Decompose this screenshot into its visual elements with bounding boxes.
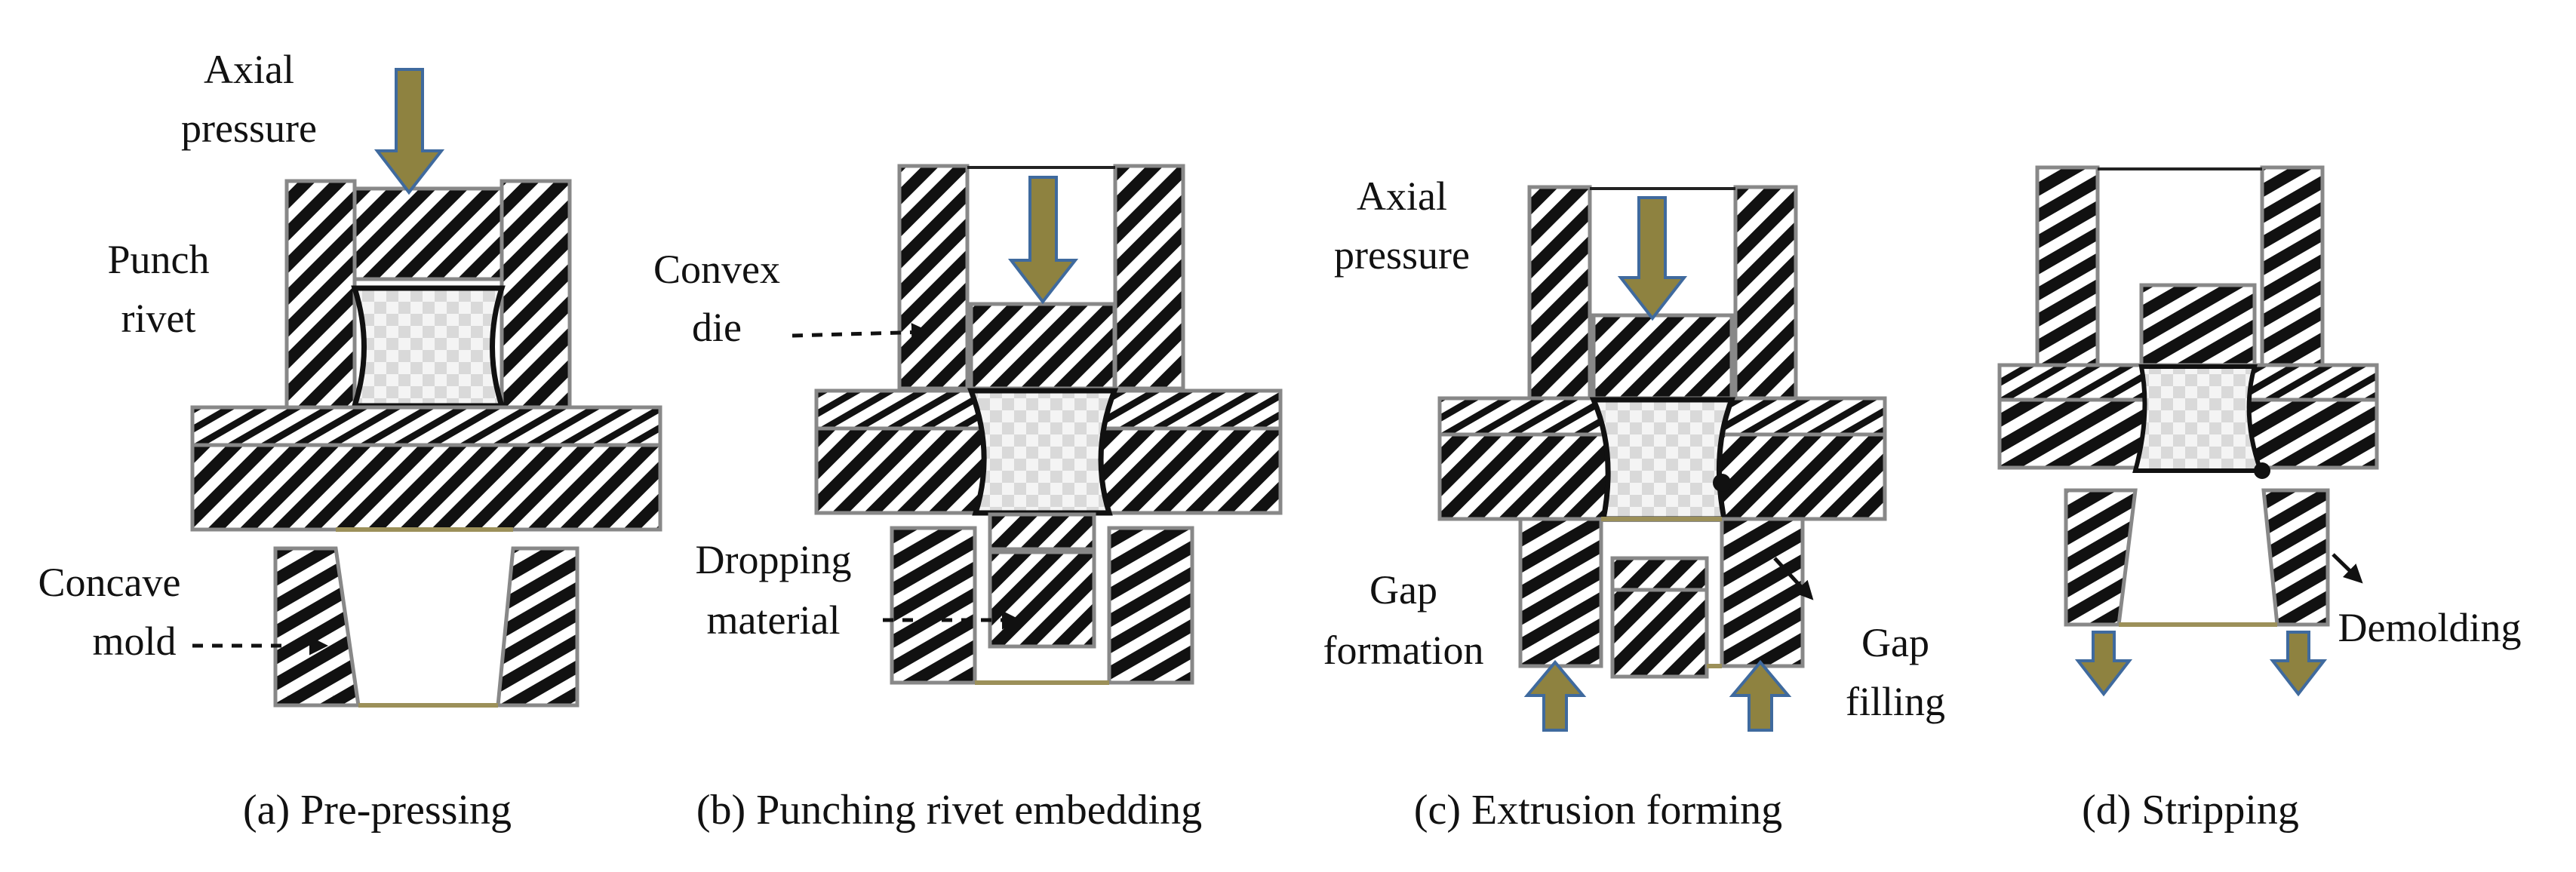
caption-c: (c) Extrusion forming [1414, 787, 1782, 834]
convex-die-block [1594, 315, 1732, 398]
demolding-leader [2332, 553, 2363, 584]
concave-mold-label-line1: Concave [38, 560, 181, 605]
punch-rivet-label-line1: Punch [108, 237, 210, 282]
dropping-material-label-line2: material [707, 597, 841, 643]
punch-rivet-shape [351, 285, 506, 409]
concave-mold-left [2066, 490, 2135, 625]
concave-mold-right [498, 548, 577, 705]
convex-die-label-line2: die [692, 305, 742, 350]
concave-mold-right [1109, 528, 1192, 683]
concave-mold-left [275, 548, 358, 705]
up-arrow-icon [1523, 659, 1587, 732]
upper-sheet [192, 407, 660, 445]
axial-pressure-label-line2: pressure [1334, 232, 1470, 278]
dropping-material-slug [990, 514, 1094, 549]
concave-mold-left [892, 528, 975, 683]
upper-die-left [287, 181, 355, 407]
down-arrow-icon [373, 68, 445, 195]
down-arrow-icon [1617, 196, 1688, 321]
demolding-label: Demolding [2338, 605, 2522, 650]
up-arrow-icon [1729, 659, 1792, 732]
gap-formation-label-line1: Gap [1369, 567, 1437, 613]
panel-d: Demolding (d) Stripping [1997, 165, 2522, 834]
down-arrow-icon [1007, 176, 1079, 305]
punch-rivet-shape [967, 388, 1119, 516]
punch-rivet-shape [2132, 364, 2264, 473]
concave-mold-right [1722, 519, 1803, 666]
upper-die-right [502, 181, 570, 407]
convex-die-block [971, 304, 1114, 388]
gap-formation-label-line2: formation [1323, 628, 1484, 673]
panel-c: Axial pressure Gap formation Gap filling… [1323, 173, 1945, 834]
panel-a: Axial pressure Punch rivet Concave mold … [38, 47, 662, 834]
down-arrow-icon [2269, 631, 2328, 697]
concave-mold-left [1520, 519, 1601, 666]
down-arrow-icon [2074, 631, 2133, 697]
dropping-material-label-line1: Dropping [696, 537, 852, 582]
upper-die-right [1115, 166, 1183, 388]
panel-b: Convex die Dropping material (b) Punchin… [653, 164, 1283, 834]
upper-die-left [899, 166, 967, 388]
upper-die-left [1529, 187, 1590, 398]
slug-block [1612, 590, 1707, 677]
upper-die-left [2037, 167, 2098, 365]
convex-die-label-line1: Convex [653, 247, 780, 292]
axial-pressure-label-line1: Axial [204, 47, 294, 92]
gap-filling-label-line2: filling [1846, 679, 1945, 724]
upper-die-right [1735, 187, 1796, 398]
caption-d: (d) Stripping [2082, 787, 2299, 834]
upper-die-right [2262, 167, 2322, 365]
gap-filling-label-line1: Gap [1861, 620, 1929, 665]
concave-mold-right [2264, 490, 2328, 625]
dropping-material-block [990, 552, 1094, 646]
axial-pressure-label-line2: pressure [181, 106, 317, 151]
concave-mold-label-line2: mold [92, 619, 176, 664]
axial-pressure-label-line1: Axial [1357, 173, 1447, 219]
punch-rivet-label-line2: rivet [121, 296, 196, 341]
gap-filling-leader [1773, 557, 1814, 600]
punch-rivet-shape [1589, 397, 1736, 522]
lower-sheet [192, 445, 660, 530]
caption-a: (a) Pre-pressing [243, 787, 512, 834]
convex-die-block [2141, 285, 2255, 365]
slug-top [1612, 558, 1707, 590]
punch-block [355, 189, 502, 279]
caption-b: (b) Punching rivet embedding [696, 787, 1202, 834]
convex-die-leader [792, 323, 930, 342]
